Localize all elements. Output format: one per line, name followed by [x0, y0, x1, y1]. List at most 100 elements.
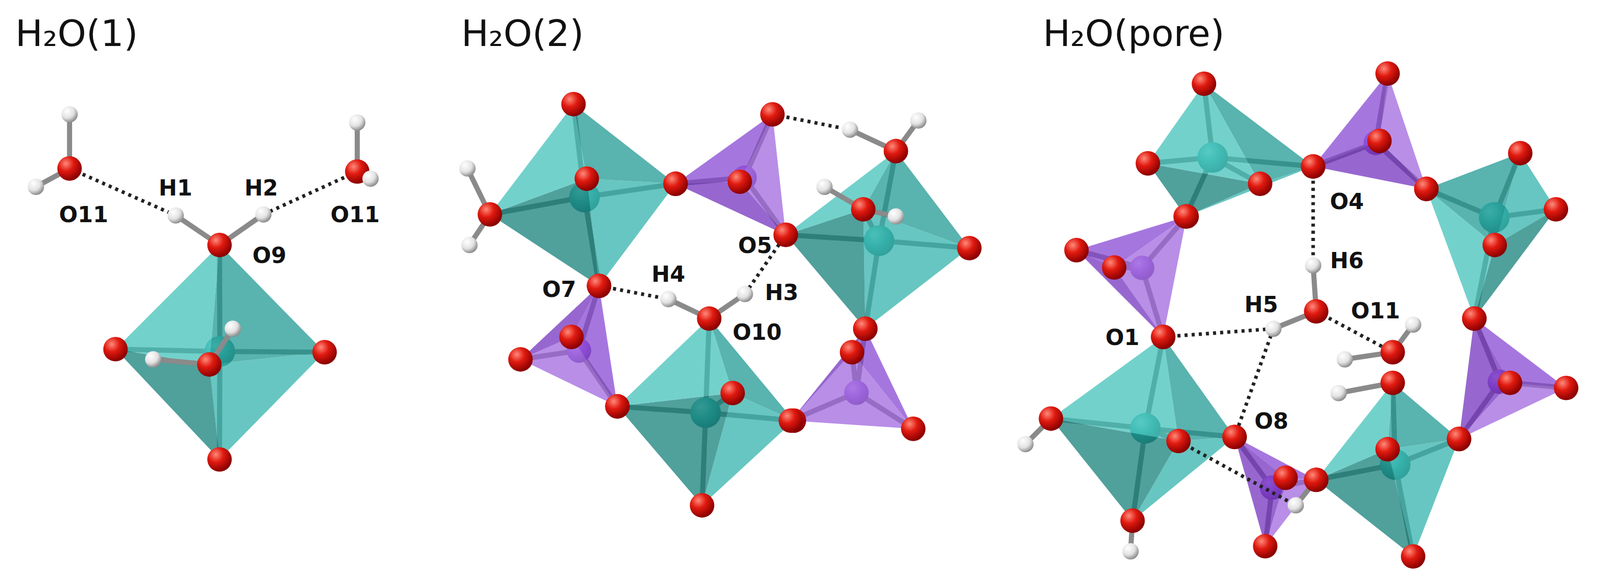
polyhedron: [489, 103, 676, 286]
oxygen-atom: [1497, 370, 1523, 395]
oxygen-atom: [1380, 339, 1406, 365]
oxygen-atom: [1247, 171, 1273, 196]
oxygen-atom: [1166, 428, 1191, 453]
oxygen-atom: [1462, 306, 1487, 331]
hydrogen-atom: [145, 351, 162, 368]
oxygen-atom: [1150, 324, 1176, 349]
atom-label: H4: [651, 260, 685, 287]
atom-label: O5: [738, 231, 773, 258]
atom-label: O7: [542, 275, 577, 302]
panel-title: H₂O(2): [461, 12, 585, 55]
oxygen-atom: [1303, 466, 1329, 492]
oxygen-atom: [207, 446, 232, 472]
atom-label: O10: [732, 318, 782, 345]
oxygen-atom: [1380, 370, 1406, 395]
polyhedron: [1458, 318, 1567, 439]
oxygen-atom: [1375, 436, 1400, 462]
oxygen-atom: [1135, 150, 1161, 176]
oxygen-atom: [196, 352, 222, 377]
oxygen-atom: [1482, 232, 1508, 258]
hydrogen-atom: [909, 112, 927, 129]
oxygen-atom: [663, 171, 688, 196]
atom-label: H1: [158, 174, 193, 201]
polyhedron-face: [209, 352, 325, 460]
hydrogen-atom: [1336, 351, 1353, 368]
oxygen-atom: [312, 339, 337, 365]
oxygen-atom: [773, 222, 799, 248]
oxygen-atom: [1102, 254, 1127, 280]
oxygen-atom: [1150, 324, 1176, 349]
hydrogen-atom: [348, 114, 366, 131]
hydrogen-atom: [736, 285, 753, 302]
hydrogen-atom: [61, 106, 78, 123]
panel-title: H₂O(1): [15, 12, 138, 55]
atom-label: O9: [252, 242, 287, 268]
oxygen-atom: [1064, 237, 1089, 263]
hydrogen-atom: [224, 320, 241, 337]
hydrogen-atom: [887, 207, 904, 225]
polyhedron-face: [1076, 249, 1164, 337]
hydrogen-atom: [1017, 435, 1034, 452]
oxygen-atom: [696, 306, 722, 331]
oxygen-atom: [1543, 196, 1569, 222]
hydrogen-atom: [1287, 496, 1304, 513]
atom-label: O8: [1254, 407, 1289, 434]
hydrogen-atom: [461, 236, 478, 253]
polyhedron-face: [1234, 436, 1286, 546]
oxygen-atom: [778, 407, 803, 433]
oxygen-atom: [103, 336, 128, 361]
oxygen-atom: [1273, 465, 1299, 490]
oxygen-atom: [853, 316, 878, 341]
oxygen-atom: [561, 91, 587, 117]
oxygen-atom: [1462, 306, 1487, 331]
oxygen-atom: [1446, 426, 1472, 451]
polyhedron: [1050, 336, 1235, 521]
polyhedron-face: [1147, 83, 1260, 184]
oxygen-atom: [727, 169, 753, 194]
hydrogen-atom: [1405, 316, 1422, 333]
polyhedron-face: [863, 208, 970, 329]
polyhedron: [675, 114, 786, 235]
hydrogen-bond: [1163, 328, 1274, 337]
atom-label: O4: [1329, 188, 1364, 214]
oxygen-atom: [1414, 176, 1439, 202]
hydrogen-atom: [842, 121, 859, 138]
oxygen-atom: [1375, 61, 1400, 86]
oxygen-atom: [1253, 533, 1278, 558]
polyhedron: [1313, 73, 1427, 190]
atom-label: H3: [764, 278, 799, 305]
oxygen-atom: [586, 273, 612, 298]
oxygen-atom: [508, 346, 533, 372]
oxygen-atom: [1400, 543, 1426, 569]
oxygen-atom: [956, 235, 982, 261]
oxygen-atom: [1222, 424, 1247, 449]
oxygen-atom: [773, 222, 799, 248]
oxygen-atom: [901, 416, 926, 441]
oxygen-atom: [1300, 154, 1326, 179]
polyhedron-face: [1316, 382, 1393, 480]
atom-label: O11: [330, 201, 380, 228]
hydrogen-atom: [362, 170, 379, 187]
polyhedron: [1076, 216, 1187, 337]
oxygen-atom: [604, 393, 630, 419]
oxygen-atom: [1554, 375, 1579, 401]
oxygen-atom: [663, 171, 688, 196]
oxygen-atom: [604, 393, 630, 419]
oxygen-atom: [1446, 426, 1472, 451]
oxygen-atom: [1222, 424, 1247, 449]
polyhedron: [115, 244, 325, 460]
hydrogen-atom: [27, 178, 44, 195]
oxygen-atom: [1300, 154, 1326, 179]
oxygen-atom: [850, 196, 876, 222]
polyhedron: [1234, 436, 1316, 546]
polyhedron: [790, 328, 914, 429]
hydrogen-atom: [167, 206, 184, 224]
oxygen-atom: [1303, 466, 1329, 492]
oxygen-atom: [586, 273, 612, 298]
oxygen-atom: [207, 232, 232, 258]
polyhedron: [1316, 382, 1459, 556]
oxygen-atom: [853, 316, 878, 341]
oxygen-atom: [1508, 141, 1533, 166]
polyhedron-face: [617, 392, 733, 506]
polyhedron-face: [115, 244, 220, 365]
